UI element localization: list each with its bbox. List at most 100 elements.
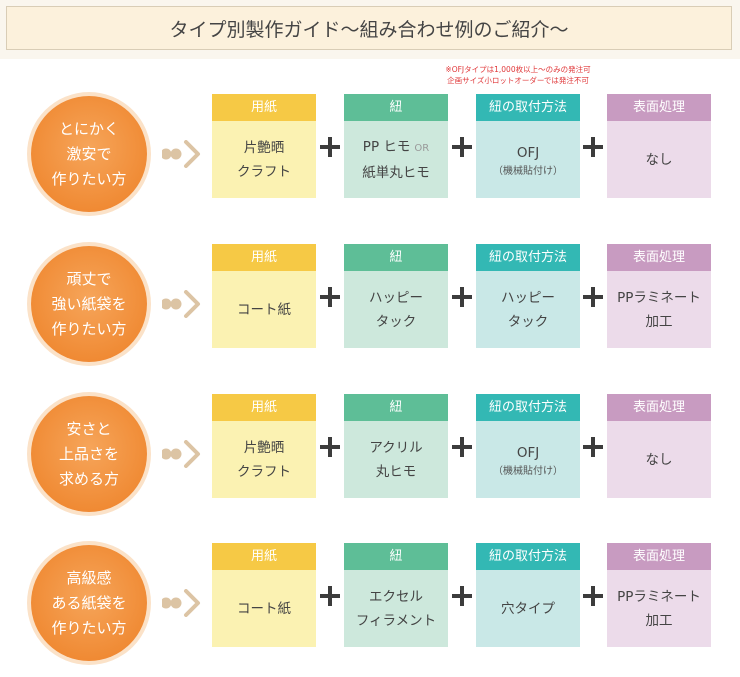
cord-value-text: 丸ヒモ (375, 463, 417, 480)
attach-sub-label: （機械貼付け） (493, 165, 563, 177)
attach-value-line: タック (508, 310, 549, 334)
surface-card: 表面処理なし (607, 94, 711, 198)
paper-value: 片艶晒クラフト (212, 121, 316, 198)
surface-value-line: 加工 (646, 310, 673, 334)
attach-header: 紐の取付方法 (476, 94, 580, 121)
attach-value-text: 穴タイプ (501, 600, 555, 617)
plus-icon (452, 437, 472, 457)
surface-header: 表面処理 (607, 244, 711, 271)
surface-card: 表面処理なし (607, 394, 711, 498)
paper-card: 用紙コート紙 (212, 543, 316, 647)
paper-header: 用紙 (212, 94, 316, 121)
ofj-note: ※OFJタイプは1,000枚以上～のみの発注可 企画サイズ小ロットオーダーでは発… (388, 64, 648, 86)
page-title: タイプ別製作ガイド～組み合わせ例のご紹介～ (6, 6, 732, 50)
paper-value-text: クラフト (237, 163, 291, 180)
paper-header: 用紙 (212, 543, 316, 570)
surface-value-text: 加工 (645, 612, 673, 629)
plus-icon (583, 586, 603, 606)
surface-value-line: なし (646, 148, 673, 172)
cord-value-line: フィラメント (356, 609, 436, 633)
attach-value: OFJ（機械貼付け） (476, 421, 580, 498)
cord-header: 紐 (344, 244, 448, 271)
surface-value: なし (607, 421, 711, 498)
goal-circle: 頑丈で 強い紙袋を 作りたい方 (31, 246, 147, 362)
or-label: OR (414, 142, 430, 154)
attach-value-line: OFJ (517, 441, 539, 465)
paper-value-line: 片艶晒 (244, 436, 285, 460)
cord-value-line: 紙単丸ヒモ (362, 161, 430, 185)
surface-value: PPラミネート加工 (607, 570, 711, 647)
cord-value: ハッピータック (344, 271, 448, 348)
paper-value-line: 片艶晒 (244, 136, 285, 160)
plus-icon (583, 287, 603, 307)
plus-icon (452, 586, 472, 606)
goal-circle: 安さと 上品さを 求める方 (31, 396, 147, 512)
plus-icon (320, 287, 340, 307)
plus-icon (320, 137, 340, 157)
surface-value-line: PPラミネート (617, 585, 701, 609)
surface-value-line: なし (646, 448, 673, 472)
cord-value-text: ハッピー (369, 289, 423, 306)
paper-value-line: コート紙 (237, 298, 291, 322)
plus-icon (452, 137, 472, 157)
arrow-icon (162, 290, 200, 318)
cord-value-text: エクセル (369, 588, 423, 605)
cord-card: 紐アクリル丸ヒモ (344, 394, 448, 498)
cord-header: 紐 (344, 543, 448, 570)
cord-value-text: PP ヒモ (362, 138, 411, 155)
attach-card: 紐の取付方法 OFJ（機械貼付け） (476, 94, 580, 198)
attach-value-line: OFJ (517, 141, 539, 165)
cord-value-line: エクセル (369, 585, 423, 609)
paper-value-text: コート紙 (237, 600, 291, 617)
title-band: タイプ別製作ガイド～組み合わせ例のご紹介～ (0, 0, 740, 59)
arrow-icon (162, 140, 200, 168)
cord-value-text: フィラメント (355, 612, 437, 629)
cord-value: エクセルフィラメント (344, 570, 448, 647)
cord-card: 紐ハッピータック (344, 244, 448, 348)
guide-row: 高級感 ある紙袋を 作りたい方用紙コート紙紐エクセルフィラメント紐の取付方法穴タ… (0, 537, 740, 677)
surface-value-text: なし (645, 151, 673, 168)
paper-value: コート紙 (212, 570, 316, 647)
plus-icon (452, 287, 472, 307)
attach-value-line: 穴タイプ (501, 597, 555, 621)
guide-row: 頑丈で 強い紙袋を 作りたい方用紙コート紙紐ハッピータック紐の取付方法ハッピータ… (0, 238, 740, 378)
plus-icon (583, 137, 603, 157)
plus-icon (583, 437, 603, 457)
cord-value-line: ハッピー (369, 286, 423, 310)
ofj-note-line-1: ※OFJタイプは1,000枚以上～のみの発注可 (445, 65, 591, 74)
surface-value-text: 加工 (645, 313, 673, 330)
surface-value: なし (607, 121, 711, 198)
paper-header: 用紙 (212, 244, 316, 271)
attach-card: 紐の取付方法穴タイプ (476, 543, 580, 647)
surface-value: PPラミネート加工 (607, 271, 711, 348)
cord-header: 紐 (344, 94, 448, 121)
cord-value-line: タック (376, 310, 417, 334)
attach-sub-label: （機械貼付け） (493, 465, 563, 477)
attach-value-text: ハッピー (501, 289, 555, 306)
paper-value-line: クラフト (237, 460, 291, 484)
arrow-icon (162, 589, 200, 617)
paper-card: 用紙片艶晒クラフト (212, 94, 316, 198)
paper-card: 用紙片艶晒クラフト (212, 394, 316, 498)
attach-value-line: ハッピー (501, 286, 555, 310)
paper-value-line: クラフト (237, 160, 291, 184)
surface-value-text: なし (645, 451, 673, 468)
surface-header: 表面処理 (607, 543, 711, 570)
paper-value: 片艶晒クラフト (212, 421, 316, 498)
attach-value: ハッピータック (476, 271, 580, 348)
surface-value-text: PPラミネート (617, 588, 701, 605)
cord-value-line: アクリル (369, 436, 422, 460)
cord-value-text: アクリル (369, 439, 423, 456)
attach-header: 紐の取付方法 (476, 394, 580, 421)
attach-header: 紐の取付方法 (476, 543, 580, 570)
plus-icon (320, 586, 340, 606)
paper-value-text: 片艶晒 (243, 439, 285, 456)
ofj-note-line-2: 企画サイズ小ロットオーダーでは発注不可 (447, 76, 589, 85)
cord-header: 紐 (344, 394, 448, 421)
